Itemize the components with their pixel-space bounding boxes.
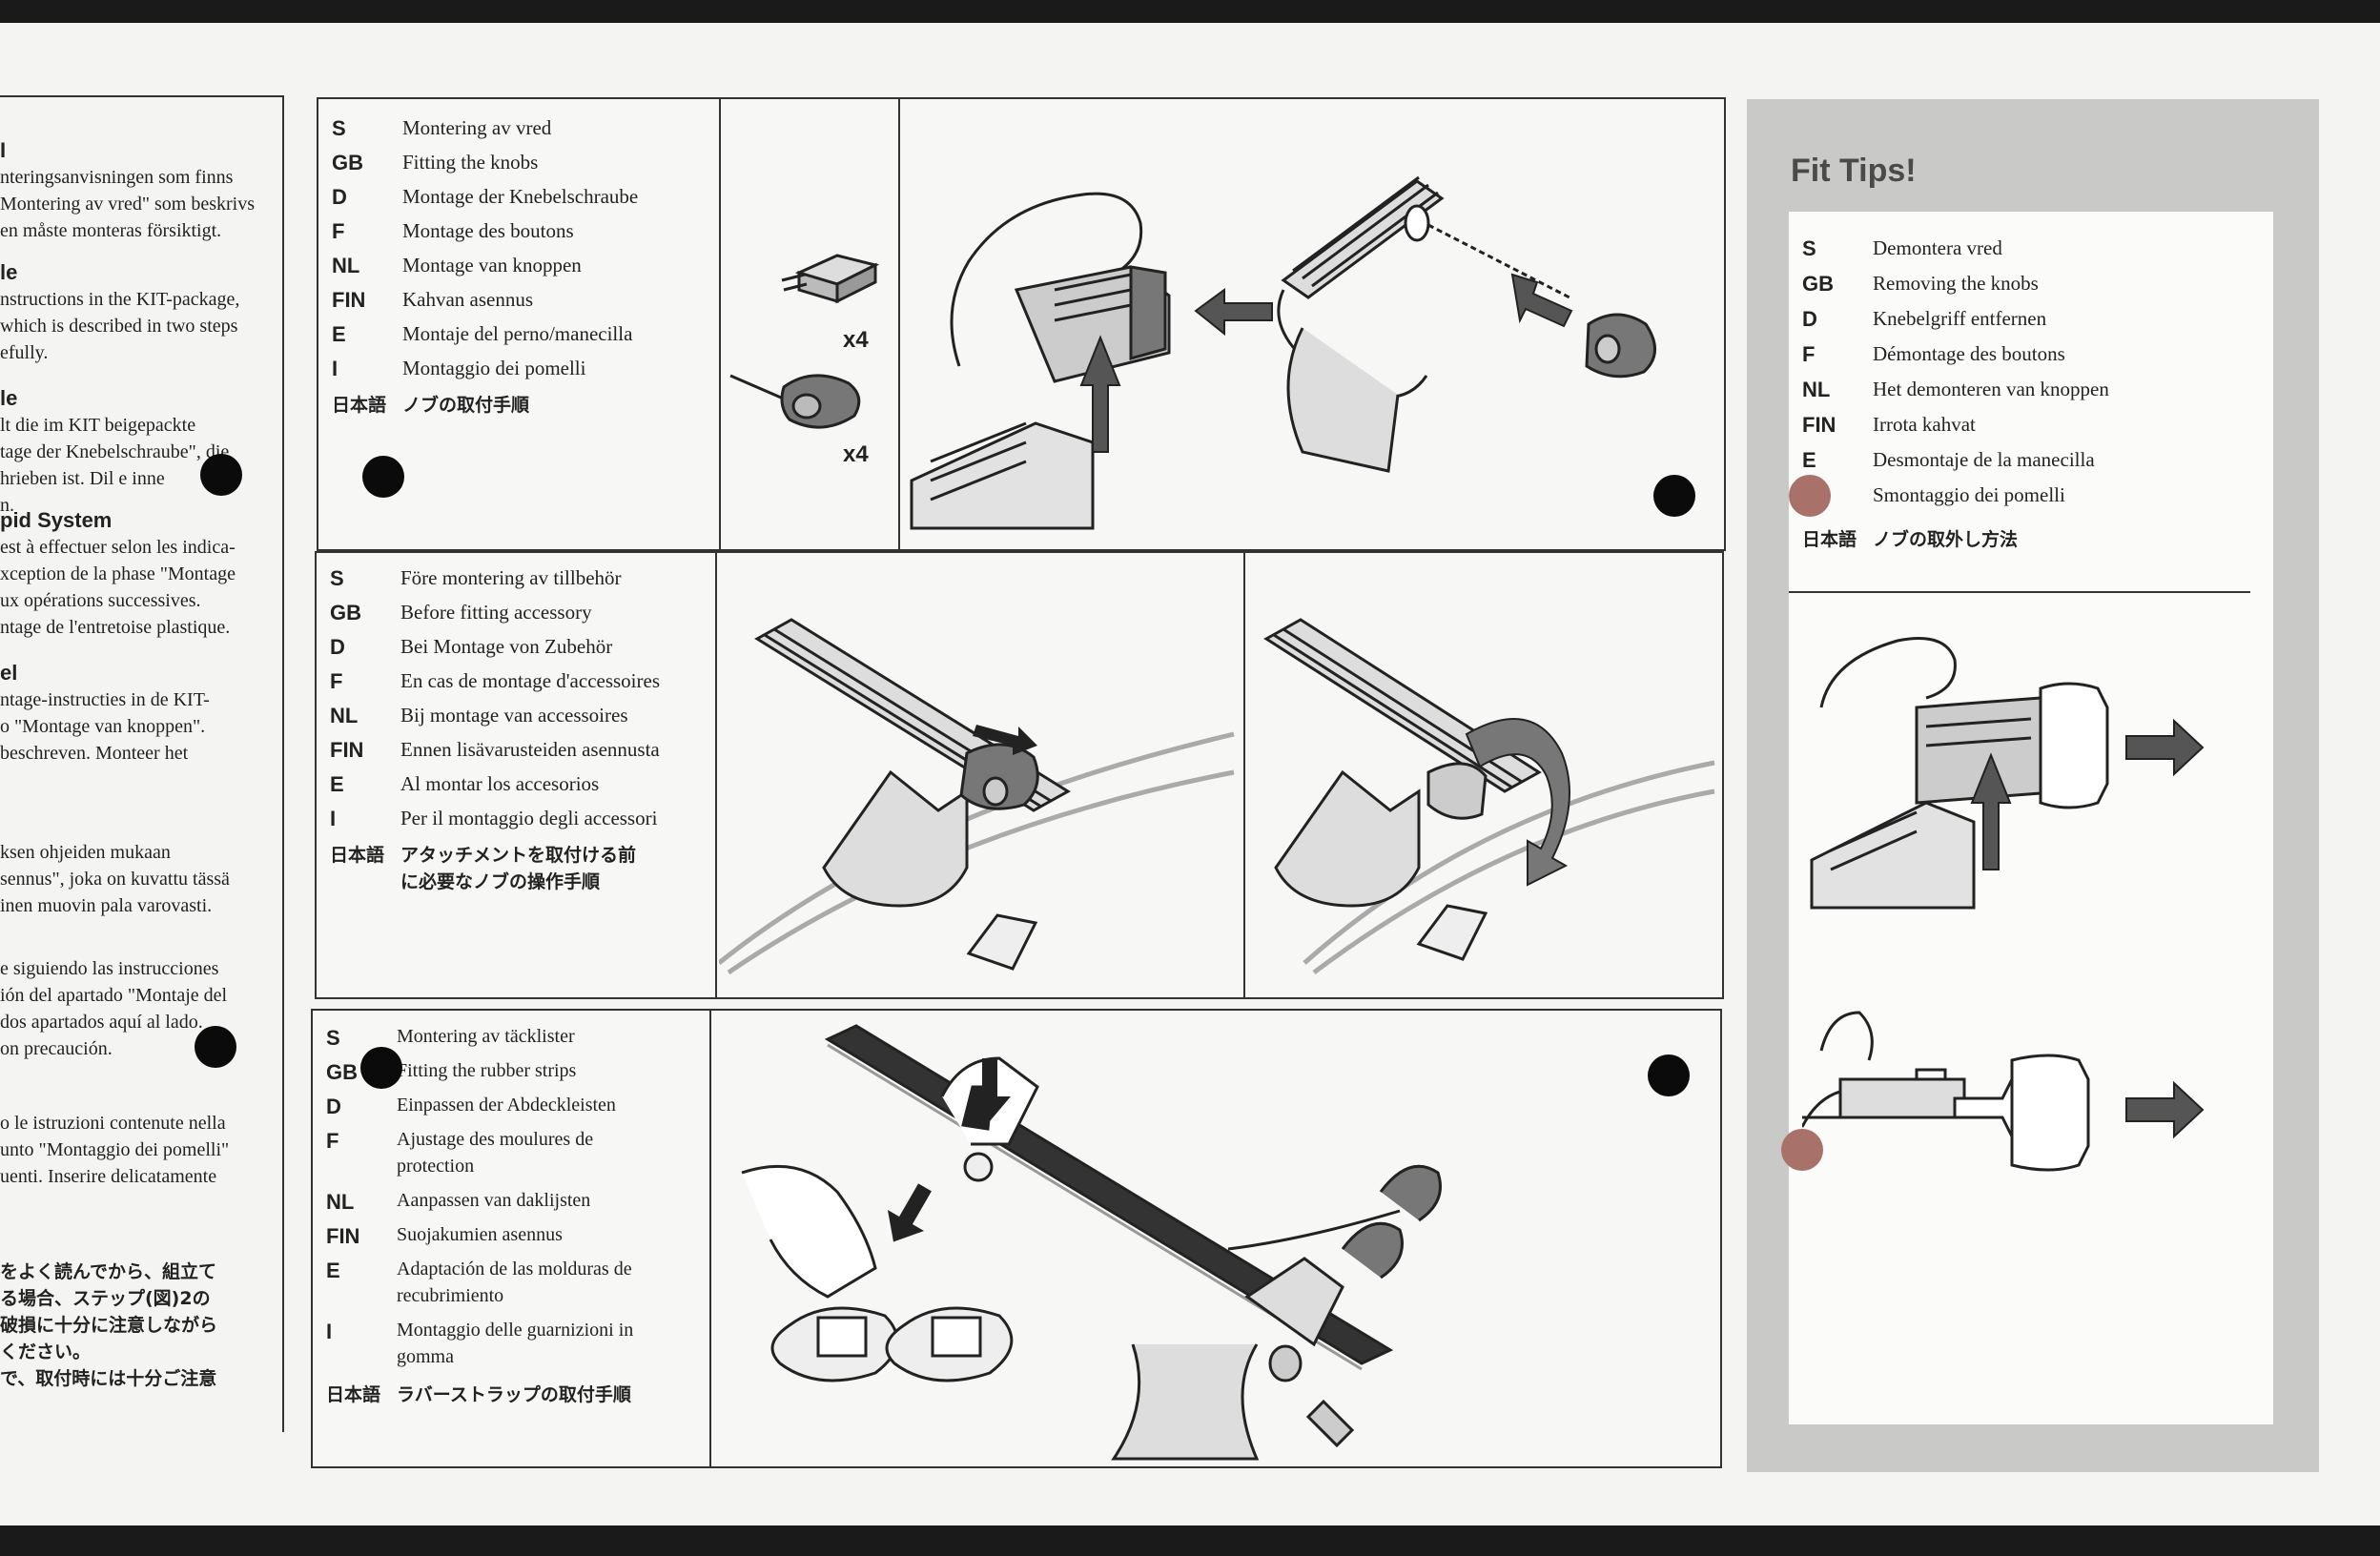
punch-hole <box>1781 1129 1823 1171</box>
left-block-fin: ksen ohjeiden mukaan sennus", joka on ku… <box>0 842 230 916</box>
instruction-sheet: I nteringsanvisningen som finns Monterin… <box>0 23 2380 1525</box>
arrow-right-icon <box>973 725 1037 755</box>
arrow-down-icon <box>887 1183 932 1242</box>
left-block-d: le lt die im KIT beigepackte tage der Kn… <box>0 386 230 516</box>
punch-hole <box>200 454 242 496</box>
qty-label-2: x4 <box>843 441 869 467</box>
punch-hole <box>362 456 404 498</box>
left-block-nl: el ntage-instructies in de KIT- o "Monta… <box>0 661 210 764</box>
left-block-jp: をよく読んでから、組立て る場合、ステップ(図)2の 破損に十分に注意しながら … <box>0 1261 218 1389</box>
arrow-up-icon <box>1970 752 2012 870</box>
divider <box>715 553 717 997</box>
hand-insert-illustration <box>910 192 1171 530</box>
punch-hole <box>1653 475 1695 517</box>
knob-rotate-illustration <box>1263 618 1715 975</box>
left-block-gb: le nstructions in the KIT-package, which… <box>0 260 240 363</box>
divider <box>719 99 721 549</box>
divider <box>898 99 900 549</box>
rotate-arrow-icon <box>1465 718 1570 887</box>
punch-hole <box>195 1026 236 1068</box>
knob-bolt-icon <box>729 374 861 429</box>
knob-slide-illustration <box>719 618 1235 975</box>
spacer-clip-icon <box>781 254 880 304</box>
left-block-e: e siguiendo las instrucciones ión del ap… <box>0 958 228 1059</box>
bar-end-illustration <box>1277 175 1656 473</box>
qty-label-1: x4 <box>843 327 869 353</box>
punch-hole <box>1789 475 1831 517</box>
left-block-s: I nteringsanvisningen som finns Monterin… <box>0 138 256 241</box>
arrow-insert-icon <box>1510 273 1573 328</box>
fit-tips-title: Fit Tips! <box>1791 153 1917 189</box>
arrow-down-icon <box>969 1058 1011 1121</box>
divider <box>1243 553 1245 997</box>
punch-hole <box>1648 1054 1690 1096</box>
divider <box>1789 591 2250 593</box>
left-block-i: o le istruzioni contenute nella unto "Mo… <box>0 1113 230 1187</box>
left-text-column: I nteringsanvisningen som finns Monterin… <box>0 95 284 1432</box>
parts-illustration: x4 x4 <box>729 254 880 467</box>
arrow-left-icon <box>1194 288 1273 337</box>
knob-fitting-illustration <box>910 175 1656 530</box>
arrow-up-icon <box>1079 335 1121 453</box>
arrow-right-icon <box>2125 718 2205 777</box>
rubber-strip-illustration <box>741 1024 1442 1461</box>
arrow-right-icon <box>2125 1080 2205 1139</box>
divider <box>709 1011 711 1466</box>
knob-pull-illustration <box>1802 1011 2205 1172</box>
left-block-f: pid System est à effectuer selon les ind… <box>0 508 236 638</box>
knob-removal-illustration <box>1810 637 2205 910</box>
punch-hole <box>360 1047 402 1089</box>
